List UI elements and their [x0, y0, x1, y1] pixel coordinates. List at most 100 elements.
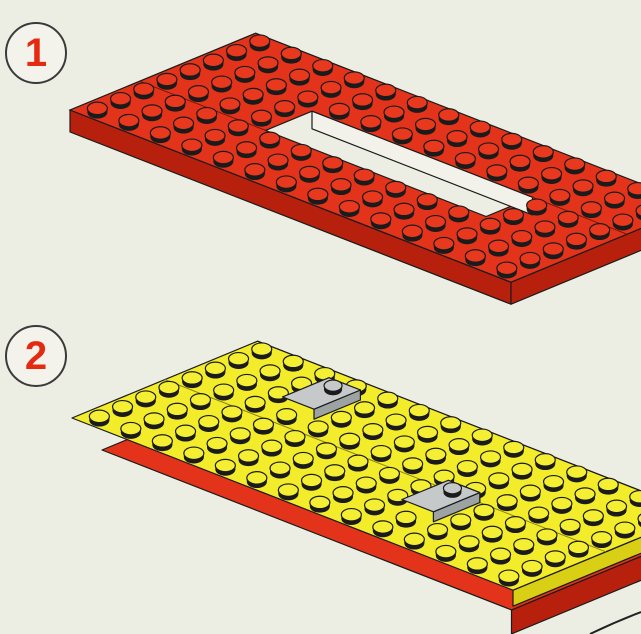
stud	[545, 551, 565, 567]
stud	[237, 374, 257, 390]
stud	[348, 455, 368, 471]
stud	[266, 79, 286, 95]
stud	[590, 224, 610, 240]
stud	[188, 86, 208, 102]
stud	[113, 401, 133, 417]
stud	[253, 418, 273, 434]
stud	[470, 121, 490, 137]
stud	[512, 231, 532, 247]
stud	[331, 411, 351, 427]
stud	[250, 35, 270, 51]
stud	[283, 355, 303, 371]
stud	[119, 114, 139, 130]
stud	[550, 189, 570, 205]
stud	[247, 472, 267, 488]
stud	[472, 429, 492, 445]
stud	[331, 179, 351, 195]
stud	[502, 133, 522, 149]
stud	[378, 392, 398, 408]
stud	[474, 504, 494, 520]
stud	[220, 98, 240, 114]
stud	[243, 88, 263, 104]
stud	[416, 118, 436, 134]
stud	[384, 106, 404, 122]
stud	[447, 131, 467, 147]
stud	[310, 496, 330, 512]
stud	[459, 536, 479, 552]
stud	[520, 252, 540, 268]
stud	[260, 132, 280, 148]
stud	[239, 450, 259, 466]
stud	[205, 129, 225, 145]
stud	[392, 128, 412, 144]
stud	[308, 421, 328, 437]
stud	[302, 474, 322, 490]
stud	[457, 461, 477, 477]
stud	[212, 76, 232, 92]
stud	[373, 521, 393, 537]
stud	[207, 437, 227, 453]
stud	[278, 484, 298, 500]
stud	[388, 489, 408, 505]
stud	[144, 413, 164, 429]
stud	[180, 64, 200, 80]
stud	[363, 424, 383, 440]
stud	[325, 465, 345, 481]
stud	[276, 176, 296, 192]
stud	[167, 403, 187, 419]
stud	[281, 47, 301, 63]
stud	[251, 110, 271, 126]
stud	[245, 396, 265, 412]
stud	[426, 216, 446, 232]
step-2-assembly	[72, 341, 641, 634]
stud	[197, 108, 217, 124]
stud	[252, 343, 272, 359]
stud	[262, 440, 282, 456]
stud	[182, 372, 202, 388]
stud	[497, 262, 517, 278]
stud	[535, 454, 555, 470]
stud	[329, 103, 349, 119]
stud	[260, 365, 280, 381]
stud	[529, 507, 549, 523]
stud	[293, 452, 313, 468]
stud	[542, 168, 562, 184]
stud	[512, 463, 532, 479]
stud	[386, 414, 406, 430]
stud	[333, 487, 353, 503]
stud	[533, 146, 553, 162]
stud	[298, 91, 318, 107]
stud	[480, 218, 500, 234]
stud	[268, 387, 288, 403]
stud	[339, 201, 359, 217]
stud	[341, 509, 361, 525]
stud	[441, 417, 461, 433]
stud	[344, 72, 364, 88]
stud	[290, 69, 310, 85]
stud	[313, 60, 333, 76]
stud	[428, 524, 448, 540]
stud	[174, 117, 194, 133]
stud	[152, 435, 172, 451]
stud	[355, 402, 375, 418]
stud	[567, 466, 587, 482]
stud	[136, 391, 156, 407]
stud	[487, 165, 507, 181]
stud	[182, 139, 202, 155]
stud	[424, 140, 444, 156]
stud	[560, 519, 580, 535]
stud	[89, 410, 109, 426]
stud	[321, 81, 341, 97]
stud	[386, 181, 406, 197]
stud	[215, 459, 235, 475]
stud	[111, 93, 131, 109]
stud	[436, 545, 456, 561]
stud	[426, 448, 446, 464]
stud	[465, 250, 485, 266]
stud	[522, 560, 542, 576]
stud	[229, 353, 249, 369]
stud	[228, 120, 248, 136]
stud	[363, 191, 383, 207]
stud	[87, 102, 107, 118]
stud	[527, 199, 547, 215]
